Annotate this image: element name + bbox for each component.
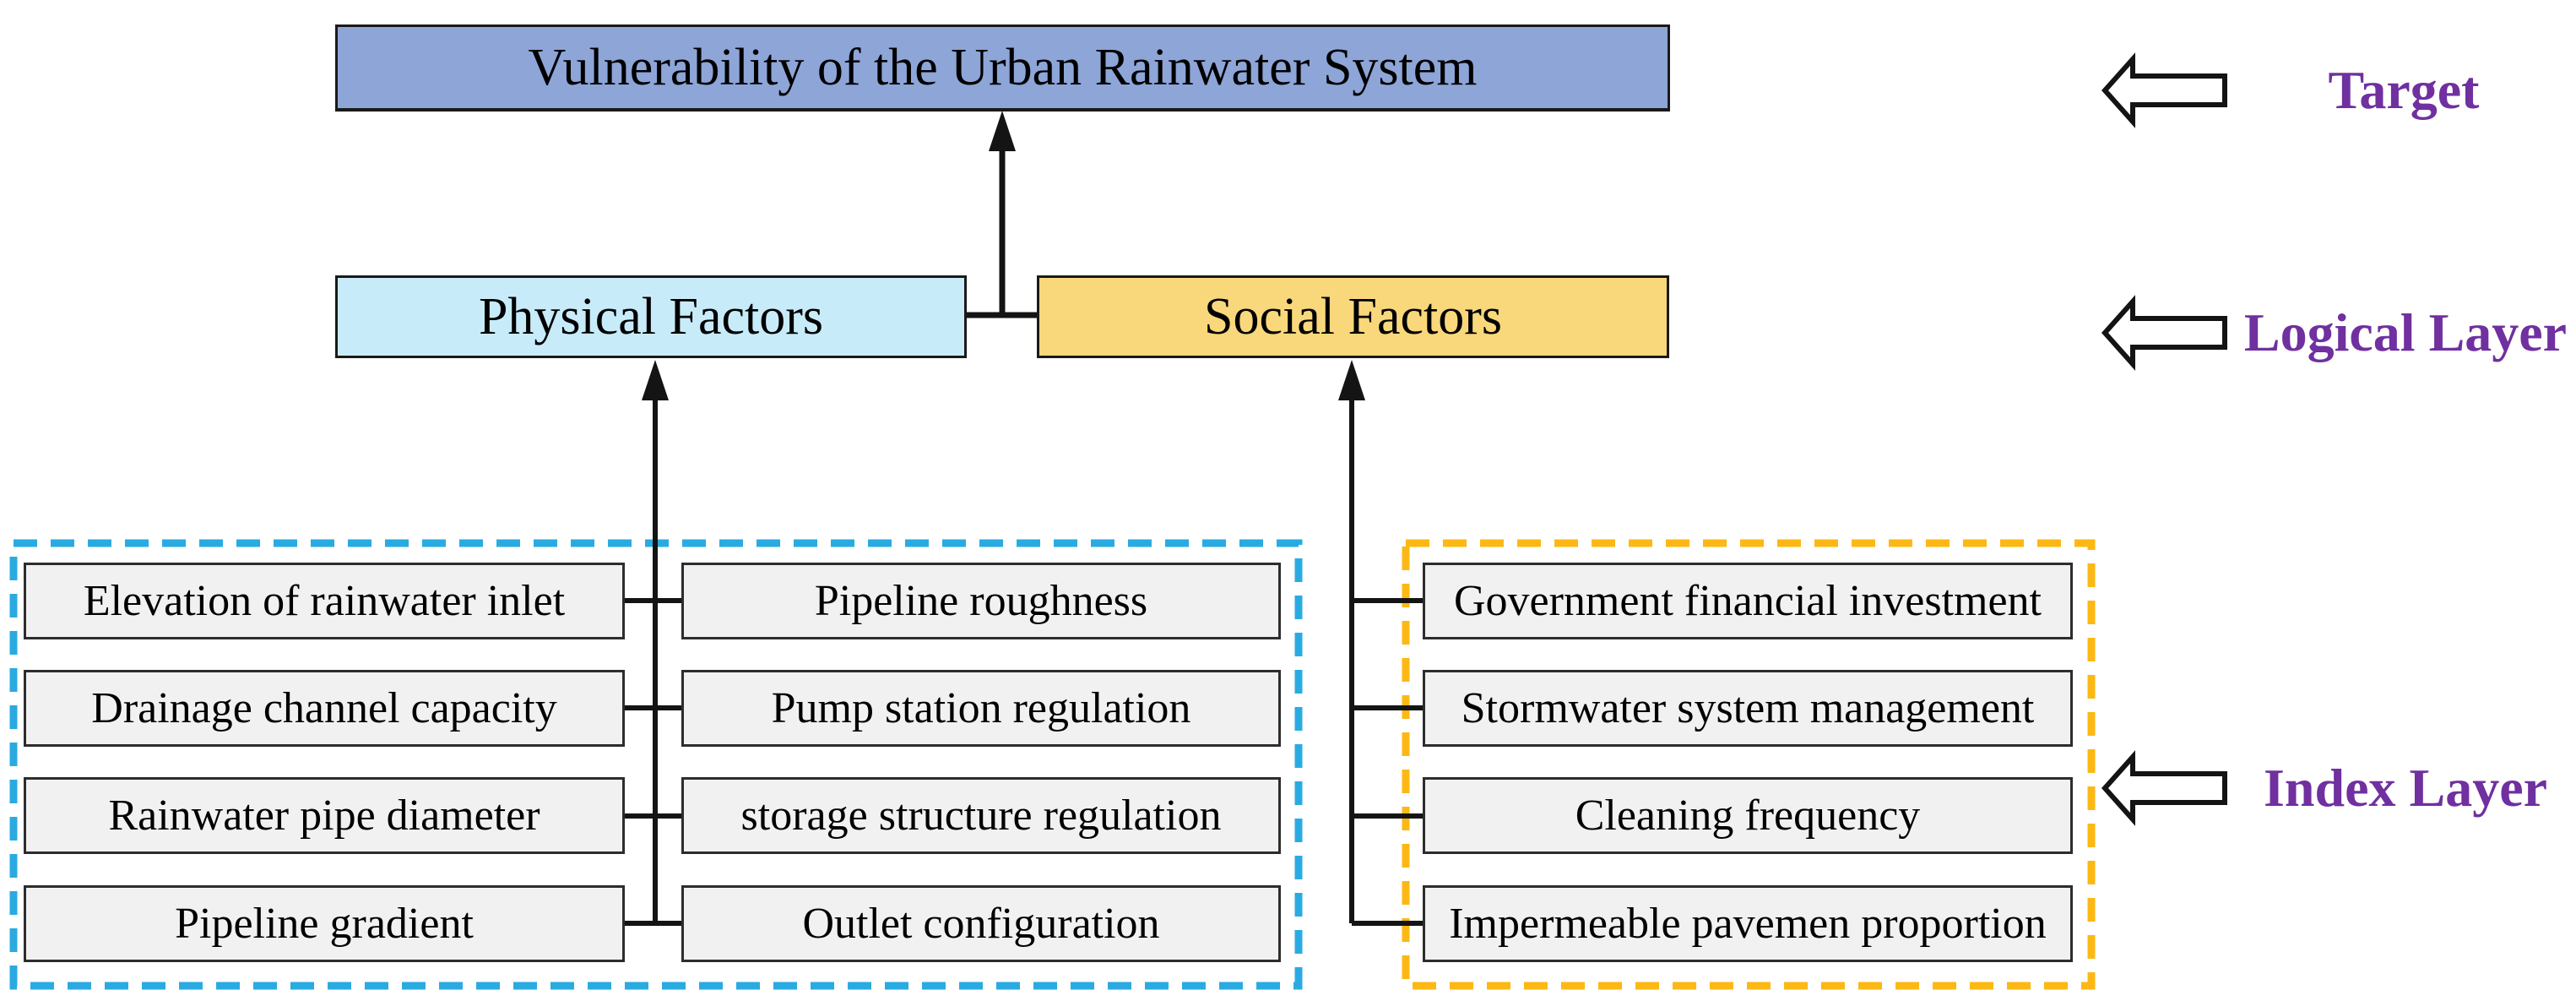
target-layer-label: Target [2328, 60, 2480, 120]
logical-layer-label: Logical Layer [2243, 302, 2568, 362]
arrowhead-to-target [989, 111, 1016, 151]
arrowhead-to-social [1338, 360, 1365, 400]
arrowhead-to-physical [642, 360, 669, 400]
social-factors-box: Social Factors [1037, 275, 1669, 358]
index-box-rainwater-pipe-diameter: Rainwater pipe diameter [24, 777, 625, 854]
target-pointer-arrow-icon [2101, 52, 2227, 128]
physical-factors-box: Physical Factors [335, 275, 967, 358]
index-box-government-financial-investment: Government financial investment [1423, 563, 2073, 639]
index-box-stormwater-system-management: Stormwater system management [1423, 670, 2073, 747]
index-layer-label: Index Layer [2264, 758, 2547, 818]
index-box-pump-station-regulation: Pump station regulation [681, 670, 1281, 747]
index-box-pipeline-gradient: Pipeline gradient [24, 885, 625, 962]
index-box-storage-structure-regulation: storage structure regulation [681, 777, 1281, 854]
logical-layer-pointer-arrow-icon [2101, 295, 2227, 371]
index-box-elevation-of-rainwater-inlet: Elevation of rainwater inlet [24, 563, 625, 639]
index-box-pipeline-roughness: Pipeline roughness [681, 563, 1281, 639]
social-factors-group-frame [1402, 539, 2096, 990]
index-layer-pointer-arrow-icon [2101, 750, 2227, 826]
index-box-drainage-channel-capacity: Drainage channel capacity [24, 670, 625, 747]
target-box: Vulnerability of the Urban Rainwater Sys… [335, 24, 1670, 112]
index-box-cleaning-frequency: Cleaning frequency [1423, 777, 2073, 854]
index-box-impermeable-pavemen-proportion: Impermeable pavemen proportion [1423, 885, 2073, 962]
index-box-outlet-configuration: Outlet configuration [681, 885, 1281, 962]
